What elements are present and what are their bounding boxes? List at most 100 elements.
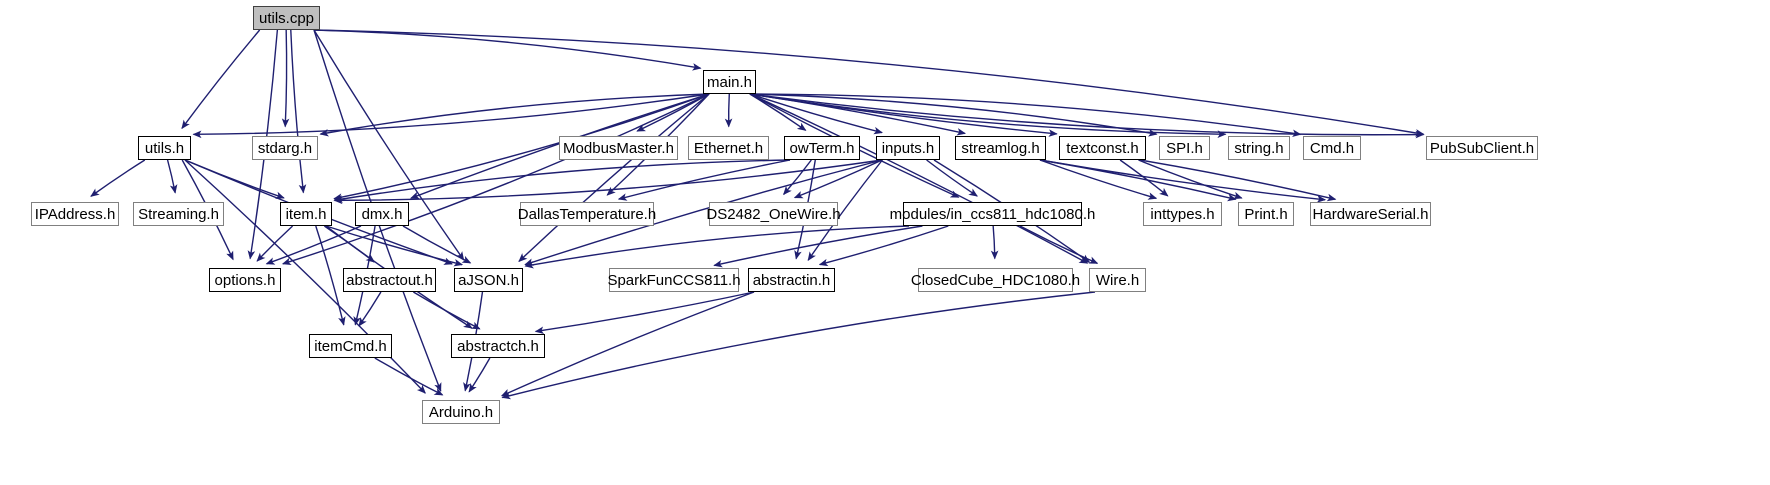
graph-node-label: modules/in_ccs811_hdc1080.h [889, 205, 1096, 223]
graph-node-owterm-h[interactable]: owTerm.h [784, 136, 860, 160]
graph-node-label: dmx.h [361, 205, 403, 223]
graph-edge-streamlog-h-to-hardwareserial-h [1039, 159, 1327, 203]
graph-node-ethernet-h[interactable]: Ethernet.h [688, 136, 769, 160]
graph-edge-modules-ccs811-h-to-sparkfunccs811-h [713, 225, 923, 268]
graph-node-label: main.h [706, 73, 753, 91]
graph-node-ipaddress-h[interactable]: IPAddress.h [31, 202, 119, 226]
graph-edge-utils-cpp-to-stdarg-h [281, 29, 290, 128]
graph-node-utils-cpp: utils.cpp [253, 6, 320, 30]
graph-node-label: Streaming.h [138, 205, 219, 223]
graph-node-stdarg-h[interactable]: stdarg.h [252, 136, 318, 160]
graph-node-abstractout-h[interactable]: abstractout.h [343, 268, 436, 292]
graph-node-abstractch-h[interactable]: abstractch.h [451, 334, 545, 358]
graph-edge-owterm-h-to-item-h [333, 159, 791, 203]
graph-node-label: Cmd.h [1309, 139, 1355, 157]
graph-edge-textconst-h-to-inttypes-h [1119, 159, 1169, 197]
graph-edge-owterm-h-to-dallastemperature-h [617, 159, 791, 201]
graph-node-pubsubclient-h[interactable]: PubSubClient.h [1426, 136, 1538, 160]
graph-node-streaming-h[interactable]: Streaming.h [133, 202, 224, 226]
graph-edge-main-h-to-wire-h [749, 93, 1089, 264]
graph-node-label: abstractin.h [752, 271, 831, 289]
graph-node-closedcube-hdc1080-h[interactable]: ClosedCube_HDC1080.h [911, 268, 1080, 292]
graph-edge-inputs-h-to-ajson-h [524, 159, 883, 266]
graph-node-label: HardwareSerial.h [1312, 205, 1429, 223]
graph-node-options-h[interactable]: options.h [209, 268, 281, 292]
graph-edge-main-h-to-ethernet-h [724, 93, 733, 128]
graph-node-label: streamlog.h [961, 139, 1040, 157]
graph-node-label: SPI.h [1166, 139, 1203, 157]
graph-edge-utils-h-to-streaming-h [166, 159, 178, 194]
graph-edge-textconst-h-to-hardwareserial-h [1139, 159, 1337, 202]
graph-node-dallastemperature-h[interactable]: DallasTemperature.h [517, 202, 657, 226]
graph-edge-modules-ccs811-h-to-ajson-h [524, 225, 910, 269]
graph-node-dmx-h[interactable]: dmx.h [355, 202, 409, 226]
graph-node-label: ClosedCube_HDC1080.h [910, 271, 1081, 289]
graph-node-modbusmaster-h[interactable]: ModbusMaster.h [559, 136, 678, 160]
graph-node-abstractin-h[interactable]: abstractin.h [748, 268, 835, 292]
graph-node-cmd-h[interactable]: Cmd.h [1303, 136, 1361, 160]
graph-edge-abstractout-h-to-itemcmd-h [358, 291, 382, 327]
graph-node-print-h[interactable]: Print.h [1238, 202, 1294, 226]
graph-edge-abstractin-h-to-arduino-h [500, 291, 755, 397]
graph-edge-main-h-to-string-h [749, 93, 1227, 138]
graph-edge-wire-h-to-arduino-h [501, 291, 1096, 400]
graph-edge-utils-h-to-arduino-h [184, 159, 426, 394]
graph-node-label: utils.cpp [258, 9, 315, 27]
graph-node-utils-h[interactable]: utils.h [138, 136, 191, 160]
graph-edge-dmx-h-to-ajson-h [402, 225, 472, 264]
graph-node-itemcmd-h[interactable]: itemCmd.h [309, 334, 392, 358]
graph-node-ds2482-onewire-h[interactable]: DS2482_OneWire.h [706, 202, 841, 226]
graph-edge-dmx-h-to-options-h [265, 225, 362, 265]
graph-edge-main-h-to-cmd-h [749, 93, 1302, 137]
graph-edge-utils-cpp-to-utils-h [181, 29, 261, 130]
graph-node-label: ModbusMaster.h [563, 139, 674, 157]
graph-node-label: Arduino.h [428, 403, 494, 421]
graph-node-textconst-h[interactable]: textconst.h [1059, 136, 1146, 160]
graph-node-streamlog-h[interactable]: streamlog.h [955, 136, 1046, 160]
graph-node-inttypes-h[interactable]: inttypes.h [1143, 202, 1222, 226]
graph-node-label: abstractout.h [346, 271, 433, 289]
graph-edge-main-h-to-inputs-h [749, 93, 883, 135]
graph-node-inputs-h[interactable]: inputs.h [876, 136, 940, 160]
graph-edge-main-h-to-item-h [333, 93, 710, 201]
graph-edge-itemcmd-h-to-arduino-h [374, 357, 444, 396]
graph-edge-inputs-h-to-abstractin-h [807, 159, 883, 261]
graph-node-label: IPAddress.h [34, 205, 116, 223]
graph-edge-utils-cpp-to-main-h [313, 29, 702, 71]
graph-node-modules-ccs811-h[interactable]: modules/in_ccs811_hdc1080.h [890, 202, 1095, 226]
graph-node-item-h[interactable]: item.h [280, 202, 332, 226]
graph-node-hardwareserial-h[interactable]: HardwareSerial.h [1310, 202, 1431, 226]
graph-node-label: inputs.h [881, 139, 935, 157]
graph-node-label: DallasTemperature.h [517, 205, 657, 223]
graph-edge-inputs-h-to-modules-ccs811-h [926, 159, 978, 197]
graph-node-label: PubSubClient.h [1429, 139, 1535, 157]
graph-node-sparkfunccs811-h[interactable]: SparkFunCCS811.h [607, 268, 741, 292]
graph-edge-textconst-h-to-print-h [1138, 159, 1243, 200]
graph-node-label: abstractch.h [457, 337, 539, 355]
graph-edge-main-h-to-utils-h [192, 93, 710, 139]
graph-edge-utils-cpp-to-ajson-h [313, 29, 465, 261]
graph-edge-modules-ccs811-h-to-wire-h [1019, 225, 1099, 264]
graph-node-label: aJSON.h [458, 271, 519, 289]
graph-node-wire-h[interactable]: Wire.h [1089, 268, 1146, 292]
graph-node-main-h[interactable]: main.h [703, 70, 756, 94]
graph-node-arduino-h[interactable]: Arduino.h [422, 400, 500, 424]
graph-edge-main-h-to-spi-h [749, 93, 1158, 137]
graph-node-label: Ethernet.h [693, 139, 764, 157]
graph-edge-main-h-to-options-h [281, 93, 710, 266]
graph-node-spi-h[interactable]: SPI.h [1159, 136, 1210, 160]
graph-edge-modules-ccs811-h-to-abstractin-h [818, 225, 949, 267]
graph-edge-item-h-to-ajson-h [325, 225, 464, 267]
graph-edge-abstractout-h-to-abstractch-h [413, 291, 481, 330]
graph-node-label: DS2482_OneWire.h [706, 205, 841, 223]
graph-node-label: owTerm.h [789, 139, 855, 157]
graph-node-label: string.h [1234, 139, 1284, 157]
graph-node-label: textconst.h [1066, 139, 1139, 157]
graph-node-string-h[interactable]: string.h [1228, 136, 1290, 160]
graph-node-label: SparkFunCCS811.h [607, 271, 741, 289]
graph-edge-main-h-to-ajson-h [518, 93, 710, 263]
graph-edge-main-h-to-pubsubclient-h [749, 93, 1425, 139]
graph-node-ajson-h[interactable]: aJSON.h [454, 268, 523, 292]
graph-node-label: utils.h [144, 139, 185, 157]
